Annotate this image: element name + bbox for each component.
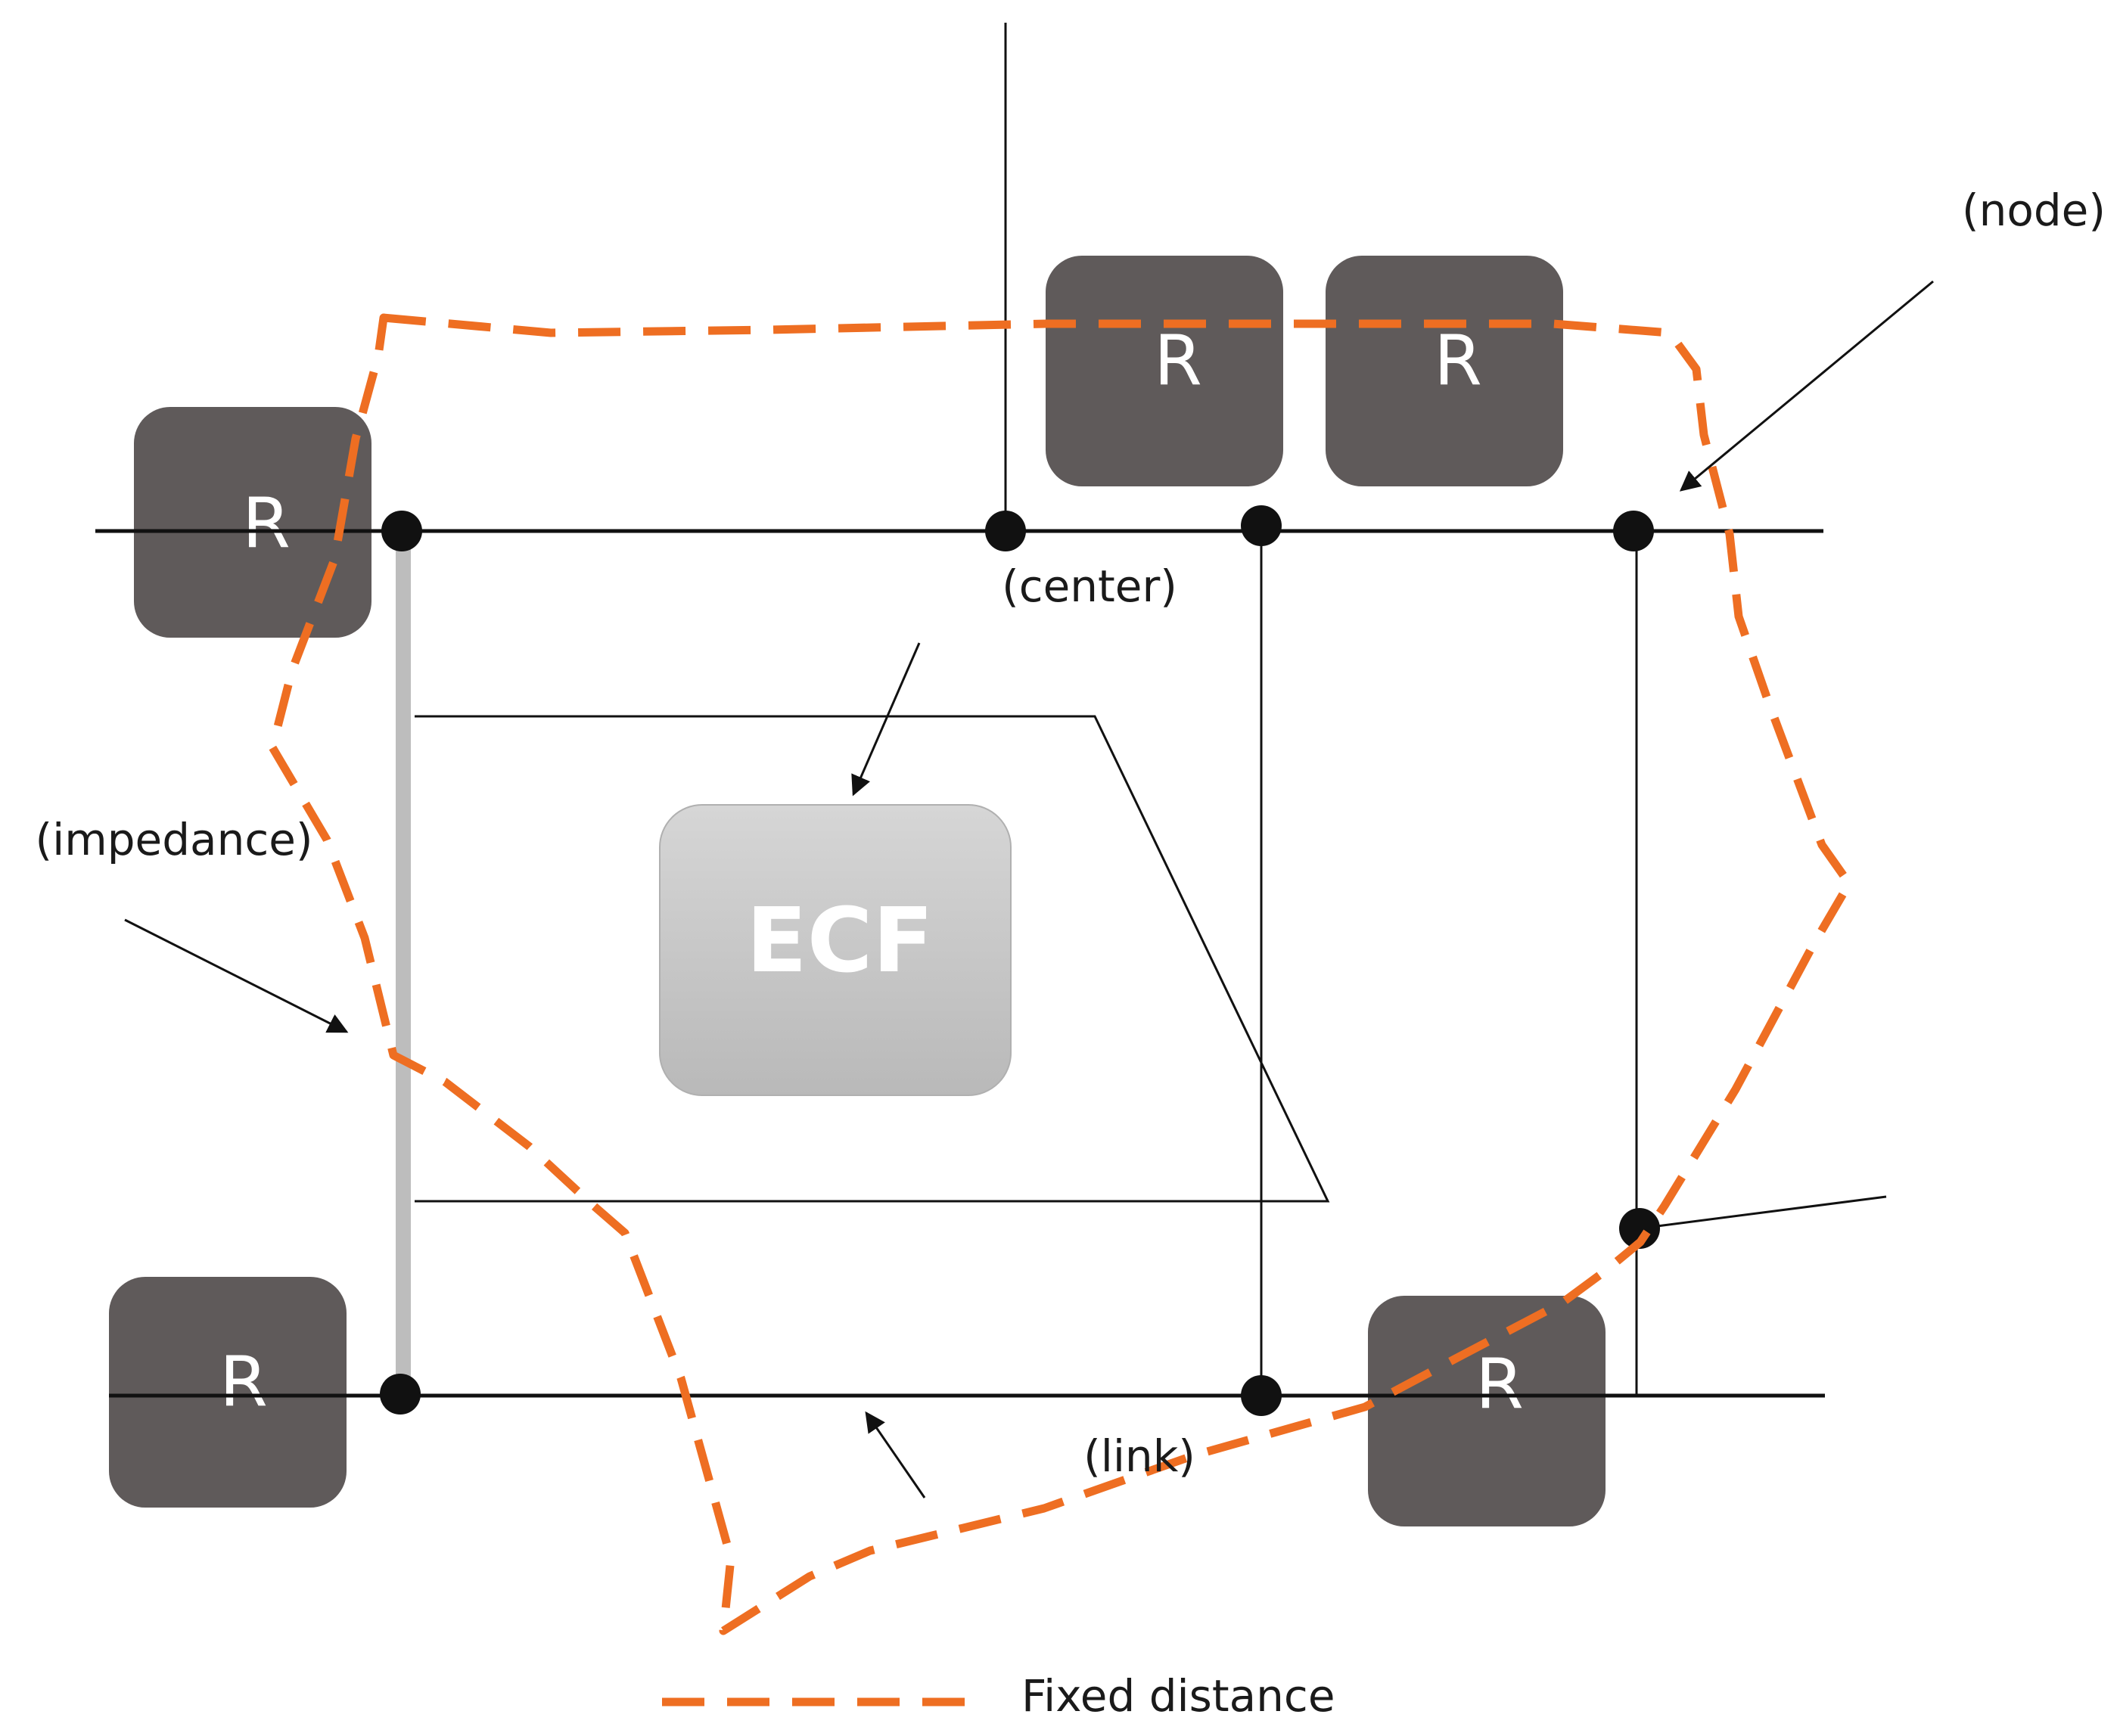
residential-block-lower-right: R — [1368, 1296, 1606, 1526]
node-top-mid — [1241, 505, 1282, 546]
node-top-right — [1613, 511, 1654, 551]
node-right-mid — [1619, 1208, 1660, 1249]
impedance-pointer-arrow — [124, 918, 349, 1033]
node-top-left — [381, 511, 422, 551]
svg-text:R: R — [242, 483, 291, 564]
residential-block-top-2: R — [1326, 256, 1563, 486]
svg-text:ECF: ECF — [746, 888, 934, 992]
residential-block-top-1: R — [1046, 256, 1283, 486]
node-bottom-mid — [1241, 1375, 1282, 1416]
svg-text:R: R — [1475, 1343, 1524, 1424]
label-impedance: (impedance) — [35, 814, 312, 865]
legend: Fixed distance — [662, 1670, 1335, 1722]
svg-text:R: R — [1434, 320, 1482, 401]
label-link: (link) — [1083, 1430, 1195, 1482]
ecf-parcel-outline — [415, 715, 1330, 1203]
svg-text:R: R — [1154, 320, 1202, 401]
label-center: (center) — [1002, 561, 1177, 612]
node-pointer-arrow — [1679, 280, 1934, 492]
residential-block-upper-left: R — [134, 407, 371, 638]
link-pointer-arrow — [865, 1411, 926, 1498]
road-east-spur — [1639, 1195, 1887, 1230]
fixed-distance-boundary — [268, 313, 1854, 1635]
center-pointer-arrow — [851, 642, 921, 797]
node-bottom-left — [380, 1374, 421, 1415]
label-node: (node) — [1962, 185, 2106, 236]
ecf-block: ECF — [659, 804, 1012, 1096]
legend-fixed-distance-label: Fixed distance — [1021, 1670, 1335, 1722]
residential-block-lower-left: R — [109, 1277, 347, 1508]
node-center — [985, 511, 1026, 551]
svg-text:R: R — [219, 1341, 268, 1422]
